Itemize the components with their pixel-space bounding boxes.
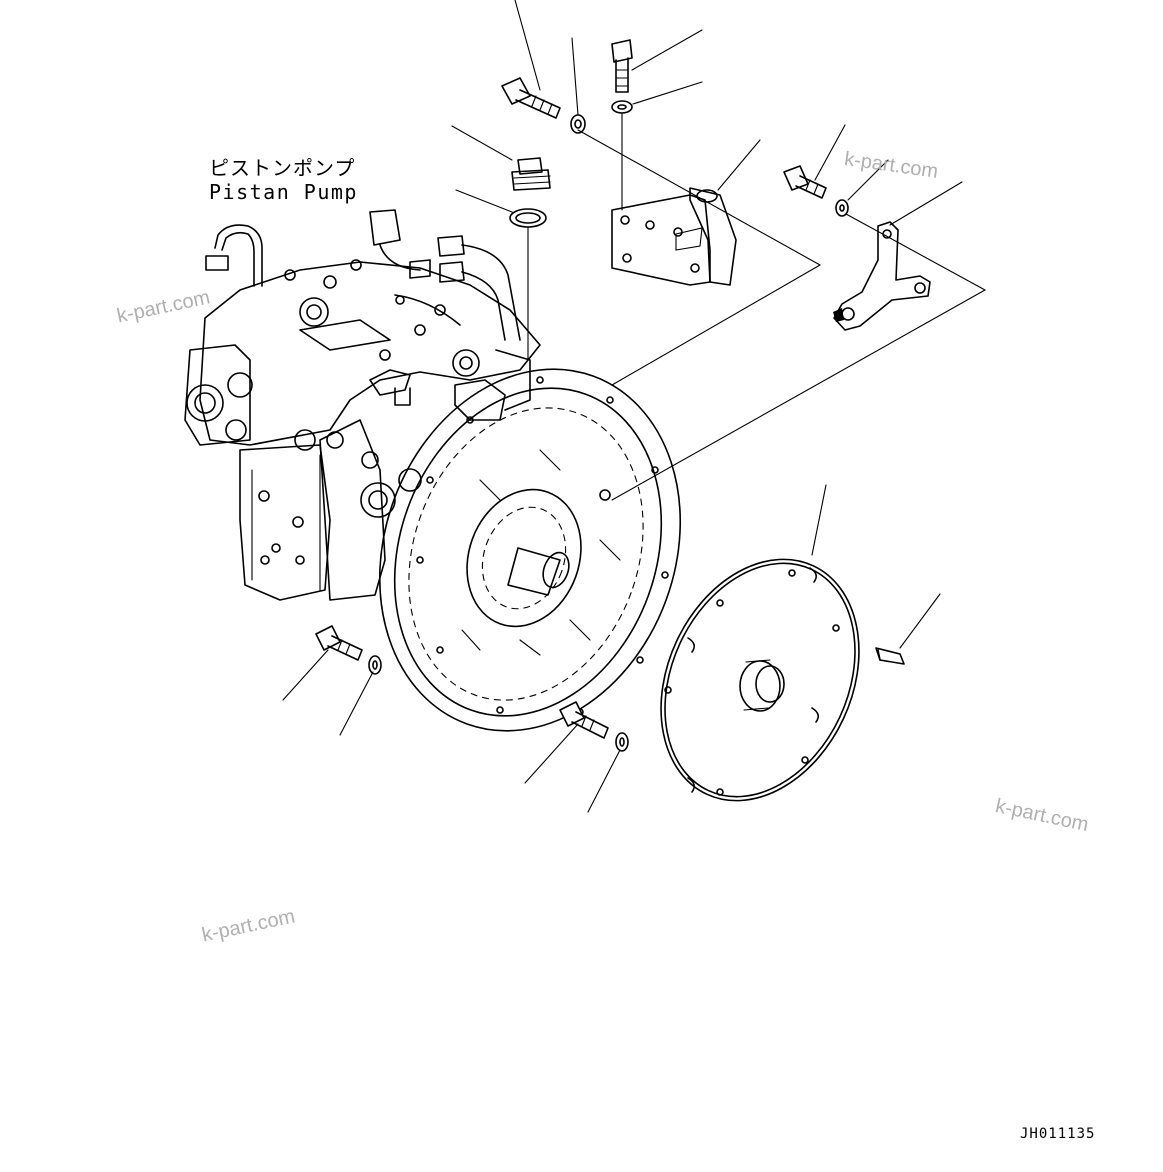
- washer-lower-left: [368, 655, 382, 675]
- washer-lower-center: [615, 732, 629, 752]
- dowel-pin: [875, 647, 905, 665]
- leader-lines: [282, 0, 963, 813]
- bolt-top-right: [783, 165, 827, 199]
- flywheel-housing: [378, 368, 682, 732]
- o-ring: [509, 208, 547, 228]
- pump-label-english: Pistan Pump: [209, 180, 358, 204]
- bolt-top-left: [501, 77, 561, 119]
- mounting-bracket-center: [611, 187, 737, 286]
- coupling-disk: [660, 558, 860, 802]
- piston-pump: [184, 209, 541, 601]
- bolt-lower-center: [559, 701, 609, 739]
- drawing-code: JH011135: [1020, 1126, 1096, 1142]
- breather-plug: [511, 157, 551, 191]
- pump-label-japanese: ピストンポンプ: [209, 156, 356, 180]
- bolt-lower-left: [315, 625, 363, 661]
- washer-top-center: [611, 100, 633, 114]
- washer-top-right: [835, 199, 849, 217]
- mounting-bracket-right: [833, 221, 931, 331]
- bolt-top-center: [611, 39, 633, 93]
- assembly-lines: [527, 112, 986, 501]
